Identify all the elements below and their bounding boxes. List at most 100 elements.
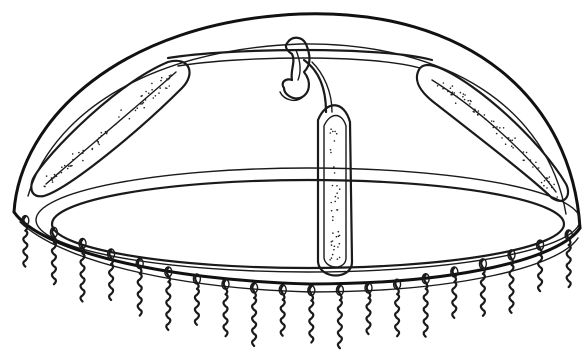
stipple-dot	[543, 185, 545, 187]
stipple-dot	[82, 150, 84, 152]
stipple-dot	[444, 88, 446, 90]
stipple-dot	[443, 82, 445, 84]
stipple-dot	[120, 109, 122, 111]
stipple-dot	[82, 152, 84, 154]
stipple-dot	[151, 83, 153, 85]
stipple-dot	[337, 209, 339, 211]
stipple-dot	[339, 235, 341, 237]
stipple-dot	[101, 132, 103, 134]
stipple-dot	[46, 175, 48, 177]
stipple-dot	[101, 135, 103, 137]
stipple-dot	[170, 74, 172, 76]
stipple-dot	[437, 85, 439, 87]
stipple-dot	[491, 120, 493, 122]
stipple-dot	[505, 143, 507, 145]
stipple-dot	[78, 152, 80, 154]
stipple-dot	[330, 149, 332, 151]
stipple-dot	[464, 99, 466, 101]
stipple-dot	[549, 176, 551, 178]
stipple-dot	[158, 92, 160, 94]
stipple-dot	[485, 118, 487, 120]
stipple-dot	[463, 93, 465, 95]
stipple-dot	[72, 153, 74, 155]
stipple-dot	[447, 91, 449, 93]
stipple-dot	[51, 177, 53, 179]
stipple-dot	[161, 77, 163, 79]
stipple-dot	[64, 165, 66, 167]
stipple-dot	[544, 180, 546, 182]
stipple-dot	[526, 152, 528, 154]
tentacle	[281, 286, 285, 336]
stipple-dot	[169, 75, 171, 77]
stipple-dot	[151, 89, 153, 91]
stipple-dot	[535, 162, 537, 164]
stipple-dot	[337, 246, 339, 248]
stipple-dot	[330, 202, 332, 204]
stipple-dot	[51, 179, 53, 181]
stipple-dot	[456, 96, 458, 98]
stipple-dot	[493, 121, 495, 123]
stipple-dot	[329, 259, 331, 261]
stipple-dot	[553, 184, 555, 186]
stipple-dot	[54, 174, 56, 176]
stipple-dot	[43, 185, 45, 187]
stipple-dot	[541, 182, 543, 184]
stipple-dot	[331, 244, 333, 246]
stipple-dot	[92, 148, 94, 150]
stipple-dot	[442, 88, 444, 90]
stipple-dot	[548, 181, 550, 183]
stipple-dot	[53, 177, 55, 179]
stipple-dot	[115, 124, 117, 126]
stipple-dot	[532, 166, 534, 168]
stipple-dot	[137, 107, 139, 109]
stipple-dot	[54, 176, 56, 178]
stipple-dot	[330, 152, 332, 154]
stipple-dot	[334, 201, 336, 203]
tentacles	[22, 216, 572, 349]
stipple-dot	[455, 102, 457, 104]
stipple-dot	[452, 85, 454, 87]
stipple-dot	[475, 111, 477, 113]
stipple-dot	[61, 172, 63, 174]
stipple-dot	[452, 91, 454, 93]
stipple-dot	[536, 168, 538, 170]
stipple-dot	[333, 166, 335, 168]
stipple-dot	[339, 243, 341, 245]
stipple-dot	[336, 192, 338, 194]
stipple-dot	[334, 131, 336, 133]
stipple-dot	[67, 168, 69, 170]
stipple-dot	[337, 197, 339, 199]
stipple-dot	[330, 128, 332, 130]
stipple-dot	[556, 196, 558, 198]
stipple-dot	[140, 103, 142, 105]
stipple-dot	[143, 102, 145, 104]
stipple-dot	[332, 220, 334, 222]
stipple-dot	[167, 79, 169, 81]
stipple-dot	[166, 88, 168, 90]
stipple-dot	[331, 210, 333, 212]
central-capsule	[318, 105, 352, 275]
stipple-dot	[339, 188, 341, 190]
stipple-dot	[332, 240, 334, 242]
stipple-dot	[330, 132, 332, 134]
stipple-dot	[98, 144, 100, 146]
stipple-dot	[477, 114, 479, 116]
stipple-dot	[145, 91, 147, 93]
stipple-dot	[105, 131, 107, 133]
stipple-dot	[499, 127, 501, 129]
stipple-dot	[58, 173, 60, 175]
stipple-dot	[141, 95, 143, 97]
stipple-dot	[107, 131, 109, 133]
stipple-dot	[473, 111, 475, 113]
tentacle	[195, 275, 199, 325]
manubrium	[280, 38, 310, 101]
stipple-dot	[336, 185, 338, 187]
stipple-dot	[332, 232, 334, 234]
stipple-dot	[339, 257, 341, 259]
stipple-dot	[512, 140, 514, 142]
stipple-dot	[169, 78, 171, 80]
stipple-dot	[460, 92, 462, 94]
stipple-dot	[332, 216, 334, 218]
stipple-dot	[335, 196, 337, 198]
stipple-dot	[474, 109, 476, 111]
